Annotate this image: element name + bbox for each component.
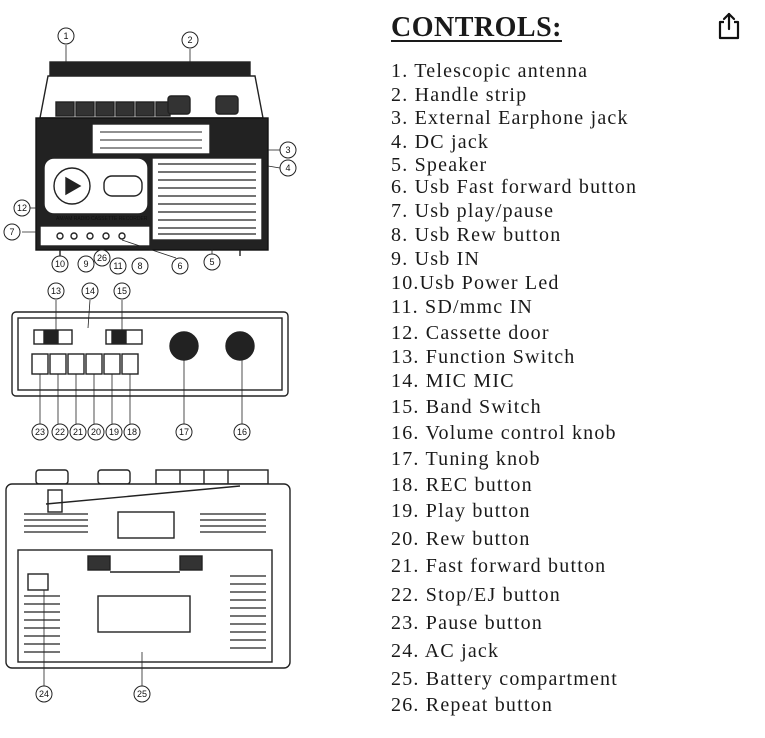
share-icon xyxy=(718,12,740,40)
svg-text:4: 4 xyxy=(285,163,290,173)
control-item-14: 14. MIC MIC xyxy=(391,370,515,392)
top-knobs xyxy=(167,95,239,115)
top-body xyxy=(11,311,289,397)
control-item-22: 22. Stop/EJ button xyxy=(391,584,561,606)
battery-compartment xyxy=(17,549,273,663)
control-item-21: 21. Fast forward button xyxy=(391,555,607,577)
controls-title: CONTROLS: xyxy=(391,12,562,43)
callout-25: 25 xyxy=(133,685,151,703)
svg-text:13: 13 xyxy=(51,286,61,296)
control-item-20: 20. Rew button xyxy=(391,528,531,550)
control-item-7: 7. Usb play/pause xyxy=(391,200,555,222)
svg-text:5: 5 xyxy=(209,257,214,267)
callouts: 1 2 3 4 5 6 7 8 9 10 11 12 13 14 15 16 1… xyxy=(3,27,297,703)
control-item-16: 16. Volume control knob xyxy=(391,422,617,444)
control-item-8: 8. Usb Rew button xyxy=(391,224,562,246)
svg-text:15: 15 xyxy=(117,286,127,296)
callout-19: 19 xyxy=(105,423,123,441)
control-item-25: 25. Battery compartment xyxy=(391,668,618,690)
svg-text:6: 6 xyxy=(177,261,182,271)
callout-26: 26 xyxy=(93,249,111,267)
callout-12: 12 xyxy=(13,199,31,217)
control-item-10: 10.Usb Power Led xyxy=(391,272,560,294)
callout-6: 6 xyxy=(171,257,189,275)
svg-text:14: 14 xyxy=(85,286,95,296)
top-view xyxy=(11,311,289,397)
svg-text:26: 26 xyxy=(97,253,107,263)
callout-2: 2 xyxy=(181,31,199,49)
device-diagram: AM/AM RADIO CASSETTE RECORDER xyxy=(3,27,297,703)
callout-7: 7 xyxy=(3,223,21,241)
svg-text:10: 10 xyxy=(55,259,65,269)
callout-22: 22 xyxy=(51,423,69,441)
control-item-4: 4. DC jack xyxy=(391,131,490,153)
svg-text:8: 8 xyxy=(137,261,142,271)
control-item-15: 15. Band Switch xyxy=(391,396,542,418)
svg-text:24: 24 xyxy=(39,689,49,699)
callout-16: 16 xyxy=(233,423,251,441)
control-item-12: 12. Cassette door xyxy=(391,322,550,344)
callout-23: 23 xyxy=(31,423,49,441)
control-item-18: 18. REC button xyxy=(391,474,533,496)
callout-8: 8 xyxy=(131,257,149,275)
control-item-9: 9. Usb IN xyxy=(391,248,481,270)
control-item-26: 26. Repeat button xyxy=(391,694,554,716)
control-item-17: 17. Tuning knob xyxy=(391,448,541,470)
svg-text:7: 7 xyxy=(9,227,14,237)
control-item-23: 23. Pause button xyxy=(391,612,543,634)
volume-knob xyxy=(225,331,255,361)
callout-10: 10 xyxy=(51,255,69,273)
svg-text:20: 20 xyxy=(91,427,101,437)
svg-text:18: 18 xyxy=(127,427,137,437)
control-item-1: 1. Telescopic antenna xyxy=(391,60,589,82)
svg-text:2: 2 xyxy=(187,35,192,45)
callout-18: 18 xyxy=(123,423,141,441)
control-item-19: 19. Play button xyxy=(391,500,531,522)
device-brand-label: AM/AM RADIO CASSETTE RECORDER xyxy=(56,216,148,222)
ac-jack xyxy=(27,573,49,591)
svg-text:9: 9 xyxy=(83,259,88,269)
control-item-6: 6. Usb Fast forward button xyxy=(391,176,638,198)
front-view: AM/AM RADIO CASSETTE RECORDER xyxy=(35,61,269,256)
leader-lines xyxy=(22,45,281,686)
callout-13: 13 xyxy=(47,282,65,300)
callout-5: 5 xyxy=(203,253,221,271)
callout-20: 20 xyxy=(87,423,105,441)
svg-text:25: 25 xyxy=(137,689,147,699)
svg-text:21: 21 xyxy=(73,427,83,437)
callout-9: 9 xyxy=(77,255,95,273)
control-item-3: 3. External Earphone jack xyxy=(391,107,629,129)
svg-text:22: 22 xyxy=(55,427,65,437)
callout-24: 24 xyxy=(35,685,53,703)
control-item-2: 2. Handle strip xyxy=(391,84,528,106)
control-item-5: 5. Speaker xyxy=(391,154,488,176)
callout-14: 14 xyxy=(81,282,99,300)
control-item-11: 11. SD/mmc IN xyxy=(391,296,534,318)
callout-3: 3 xyxy=(279,141,297,159)
callout-21: 21 xyxy=(69,423,87,441)
control-item-24: 24. AC jack xyxy=(391,640,500,662)
svg-text:3: 3 xyxy=(285,145,290,155)
callout-15: 15 xyxy=(113,282,131,300)
tuning-knob xyxy=(169,331,199,361)
handle-strip xyxy=(49,61,251,77)
svg-text:16: 16 xyxy=(237,427,247,437)
back-view xyxy=(5,469,291,669)
svg-text:1: 1 xyxy=(63,31,68,41)
svg-text:12: 12 xyxy=(17,203,27,213)
back-body xyxy=(5,483,291,669)
callout-17: 17 xyxy=(175,423,193,441)
svg-text:19: 19 xyxy=(109,427,119,437)
share-button[interactable] xyxy=(712,8,746,44)
control-item-13: 13. Function Switch xyxy=(391,346,576,368)
callout-1: 1 xyxy=(57,27,75,45)
svg-text:23: 23 xyxy=(35,427,45,437)
svg-text:11: 11 xyxy=(113,261,122,271)
top-keys xyxy=(55,101,171,117)
callout-4: 4 xyxy=(279,159,297,177)
svg-text:17: 17 xyxy=(179,427,189,437)
callout-11: 11 xyxy=(109,257,127,275)
